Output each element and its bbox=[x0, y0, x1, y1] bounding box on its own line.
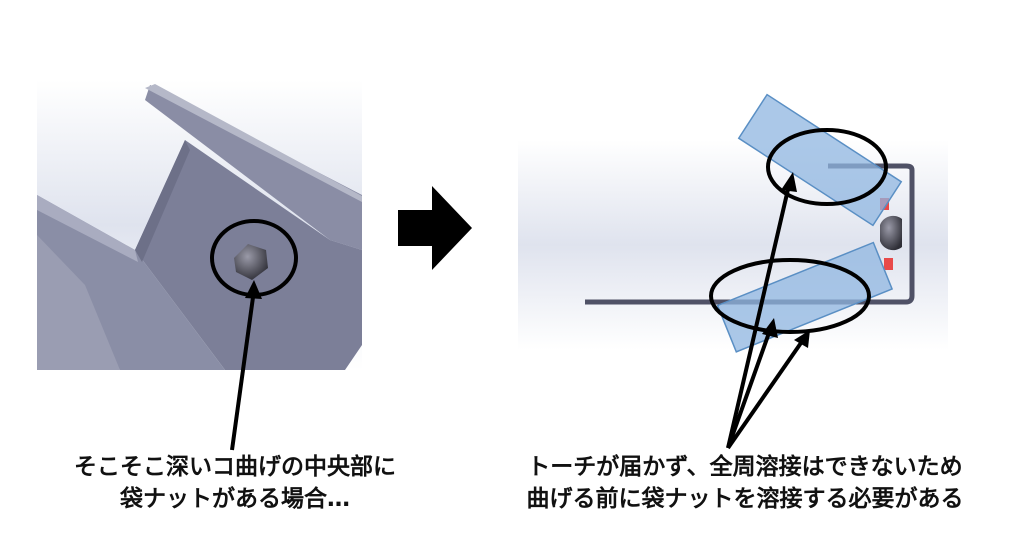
torch-upper bbox=[737, 93, 903, 227]
left-caption-line2: 袋ナットがある場合… bbox=[120, 486, 350, 512]
cap-nut bbox=[234, 244, 268, 280]
right-caption-line2: 曲げる前に袋ナットを溶接する必要がある bbox=[526, 486, 964, 512]
left-caption: そこそこ深いコ曲げの中央部に 袋ナットがある場合… bbox=[40, 451, 430, 515]
right-arrow-icon bbox=[398, 186, 472, 270]
right-caption-line1: トーチが届かず、全周溶接はできないため bbox=[527, 454, 963, 480]
left-caption-line1: そこそこ深いコ曲げの中央部に bbox=[74, 454, 396, 480]
right-cad-view bbox=[518, 93, 948, 450]
right-caption: トーチが届かず、全周溶接はできないため 曲げる前に袋ナットを溶接する必要がある bbox=[480, 451, 1010, 515]
left-cad-view bbox=[37, 80, 362, 451]
